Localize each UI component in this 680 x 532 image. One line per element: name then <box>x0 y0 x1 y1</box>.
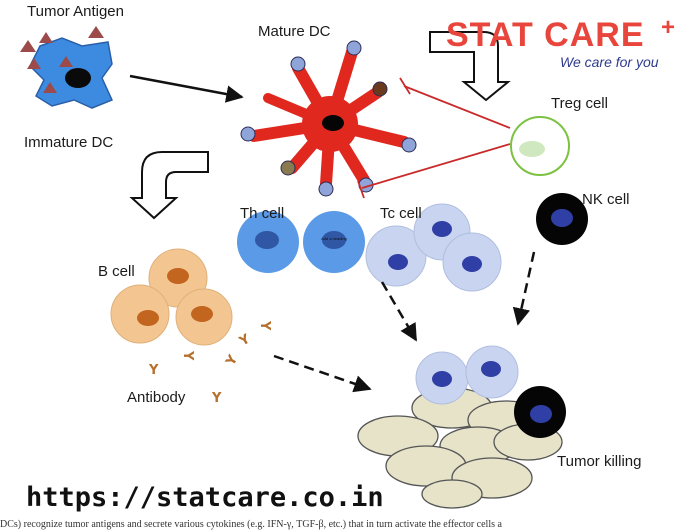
hollow-arrow-to-treg <box>429 31 511 102</box>
b-cell <box>110 248 233 346</box>
website-url[interactable]: https://statcare.co.in <box>26 482 384 513</box>
th-inner-text: Add a heading <box>321 236 347 241</box>
statcare-logo: STAT CARE + We care for you <box>446 14 678 76</box>
svg-text:Y: Y <box>223 352 241 369</box>
hollow-arrow-to-b-cell <box>129 151 209 220</box>
tumor-antigen-label: Tumor Antigen <box>27 3 124 20</box>
nk-cell-label: NK cell <box>582 191 630 208</box>
treg-cell-label: Treg cell <box>551 95 608 112</box>
th-cell-label: Th cell <box>240 205 284 222</box>
b-cell-label: B cell <box>98 263 135 280</box>
nk-cell <box>536 193 588 245</box>
brand-name: STAT CARE <box>446 16 645 54</box>
treg-inhibition <box>357 77 511 199</box>
mature-dc-cell <box>248 46 410 190</box>
th-cell: Add a heading <box>237 211 365 273</box>
figure-caption: DCs) recognize tumor antigens and secret… <box>0 519 502 530</box>
immature-dc-label: Immature DC <box>24 134 113 151</box>
tc-cell-label: Tc cell <box>380 205 422 222</box>
svg-text:Y: Y <box>236 331 253 349</box>
treg-cell <box>510 116 570 176</box>
dashed-arrows <box>273 251 536 393</box>
svg-text:Y: Y <box>180 350 195 361</box>
immature-dc-cell <box>29 37 114 109</box>
attacking-nk-cell <box>514 386 566 438</box>
dc-receptors <box>240 40 417 197</box>
brand-tagline: We care for you <box>560 54 659 70</box>
attacking-tc-cells <box>415 345 519 405</box>
brand-plus: + <box>661 14 676 41</box>
tumor-antigen-triangles <box>20 26 104 93</box>
svg-text:Y: Y <box>211 391 222 406</box>
tc-nuclei <box>388 221 482 272</box>
svg-text:Y: Y <box>148 363 159 378</box>
antibody-label: Antibody <box>127 389 186 406</box>
arrow-immature-to-mature <box>129 74 244 103</box>
svg-text:Y: Y <box>257 320 272 331</box>
tumor-killing-label: Tumor killing <box>557 453 641 470</box>
mature-dc-label: Mature DC <box>258 23 331 40</box>
